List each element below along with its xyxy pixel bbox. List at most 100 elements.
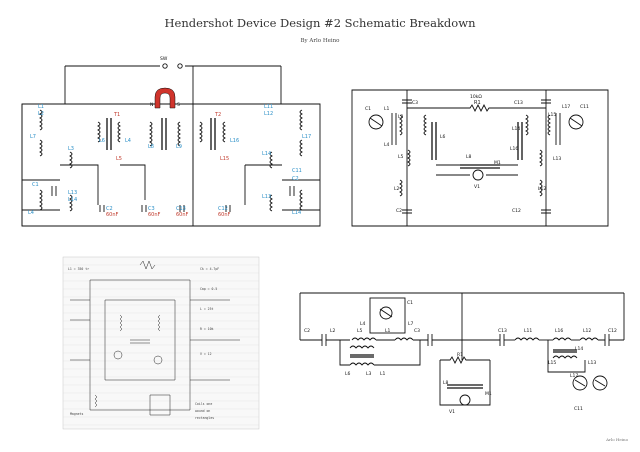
coil-stack-left bbox=[38, 109, 182, 212]
svg-text:C12: C12 bbox=[512, 208, 521, 214]
svg-text:V1: V1 bbox=[474, 184, 480, 190]
coil-stack-right bbox=[198, 109, 304, 212]
svg-text:L16: L16 bbox=[555, 328, 563, 334]
svg-text:V1: V1 bbox=[449, 409, 455, 415]
svg-text:Magnets: Magnets bbox=[70, 412, 84, 416]
svg-text:C13: C13 bbox=[498, 328, 507, 334]
svg-text:L3: L3 bbox=[68, 146, 74, 152]
cap-c2-label: C2 bbox=[106, 206, 113, 212]
svg-text:C11: C11 bbox=[574, 406, 583, 412]
bottom-right-schematic: C1 L4 L7 C2 L2 L5 L1 C3 C13 L11 L16 L12 … bbox=[299, 292, 625, 415]
switch-label: SW bbox=[160, 56, 168, 62]
svg-text:L13: L13 bbox=[553, 156, 561, 162]
svg-text:L14: L14 bbox=[512, 126, 520, 132]
svg-text:C11: C11 bbox=[292, 168, 302, 174]
svg-text:L6: L6 bbox=[440, 134, 446, 140]
svg-text:L17: L17 bbox=[302, 134, 311, 140]
svg-text:C11: C11 bbox=[580, 104, 589, 110]
svg-text:C2: C2 bbox=[304, 328, 310, 334]
svg-text:L5: L5 bbox=[116, 156, 122, 162]
svg-text:L1: L1 bbox=[38, 104, 44, 110]
svg-text:L15: L15 bbox=[548, 360, 556, 366]
transformer-t2: T2 bbox=[214, 112, 221, 118]
top-right-schematic: 10kΩ R1 L8 M1 V1 C1 L1 C3 bbox=[351, 89, 609, 227]
svg-text:L3: L3 bbox=[366, 371, 372, 377]
svg-text:R1: R1 bbox=[457, 352, 463, 358]
svg-text:C2: C2 bbox=[292, 176, 299, 182]
svg-text:C1: C1 bbox=[32, 182, 39, 188]
svg-text:L12: L12 bbox=[583, 328, 591, 334]
svg-text:C1: C1 bbox=[365, 106, 371, 112]
svg-text:Cap = 0.5: Cap = 0.5 bbox=[200, 287, 217, 291]
cap-c3-label: C3 bbox=[148, 206, 155, 212]
svg-text:wound on: wound on bbox=[195, 409, 210, 413]
page-author: By Arlo Heino bbox=[300, 38, 340, 44]
svg-text:L13: L13 bbox=[588, 360, 596, 366]
svg-text:L1: L1 bbox=[380, 371, 386, 377]
page-title: Hendershot Device Design #2 Schematic Br… bbox=[164, 16, 476, 30]
svg-text:L17: L17 bbox=[562, 104, 570, 110]
switch: SW bbox=[160, 56, 183, 69]
svg-text:L4: L4 bbox=[384, 142, 390, 148]
svg-text:L5: L5 bbox=[357, 328, 363, 334]
svg-text:L14: L14 bbox=[68, 197, 77, 203]
svg-text:C3: C3 bbox=[412, 100, 418, 106]
cap-c12-value: 60nF bbox=[218, 212, 231, 218]
svg-text:L12: L12 bbox=[264, 111, 273, 117]
svg-text:L7: L7 bbox=[30, 134, 36, 140]
svg-text:L4: L4 bbox=[360, 321, 366, 327]
svg-text:L14: L14 bbox=[575, 346, 583, 352]
svg-text:L2: L2 bbox=[38, 111, 44, 117]
svg-text:L8: L8 bbox=[466, 154, 472, 160]
svg-text:L13: L13 bbox=[262, 194, 271, 200]
svg-text:L4: L4 bbox=[125, 138, 131, 144]
handwritten-sketch: L1 = 350 tr Ck = 4.7pF Cap = 0.5 L = 25t… bbox=[62, 256, 260, 430]
svg-text:R = 10k: R = 10k bbox=[200, 327, 214, 331]
cap-c13-value: 60nF bbox=[176, 212, 189, 218]
svg-text:L1: L1 bbox=[385, 328, 391, 334]
svg-text:L6: L6 bbox=[99, 138, 105, 144]
svg-text:L2: L2 bbox=[330, 328, 336, 334]
page-footer: Arlo Heino bbox=[606, 437, 628, 442]
svg-text:L12: L12 bbox=[538, 186, 546, 192]
svg-text:L15: L15 bbox=[548, 112, 556, 118]
svg-text:Ck = 4.7pF: Ck = 4.7pF bbox=[200, 267, 219, 271]
svg-text:L8: L8 bbox=[148, 144, 154, 150]
svg-text:L8: L8 bbox=[443, 380, 449, 386]
svg-text:V = 12: V = 12 bbox=[200, 352, 212, 356]
svg-text:10kΩ: 10kΩ bbox=[470, 94, 482, 100]
svg-text:L4: L4 bbox=[28, 210, 34, 216]
magnet-n: N bbox=[150, 102, 153, 108]
svg-text:L = 25t: L = 25t bbox=[200, 307, 214, 311]
svg-text:L1: L1 bbox=[384, 106, 390, 112]
svg-text:L5: L5 bbox=[398, 154, 404, 160]
svg-text:L3: L3 bbox=[398, 114, 404, 120]
svg-text:L14: L14 bbox=[292, 210, 301, 216]
svg-text:Coils one: Coils one bbox=[195, 402, 212, 406]
svg-text:L11: L11 bbox=[264, 104, 273, 110]
svg-text:L2: L2 bbox=[394, 186, 400, 192]
magnet-s: S bbox=[177, 102, 180, 108]
svg-text:L16: L16 bbox=[230, 138, 239, 144]
svg-text:rectangles: rectangles bbox=[195, 416, 214, 420]
svg-text:L1 = 350 tr: L1 = 350 tr bbox=[68, 267, 89, 271]
svg-text:C1: C1 bbox=[407, 300, 413, 306]
svg-text:L14: L14 bbox=[262, 151, 271, 157]
svg-text:L13: L13 bbox=[68, 190, 77, 196]
cap-c12-label: C12 bbox=[218, 206, 228, 212]
top-left-schematic: SW M1 N S bbox=[21, 56, 321, 227]
svg-text:L15: L15 bbox=[220, 156, 229, 162]
cap-c2-value: 60nF bbox=[106, 212, 119, 218]
svg-text:C13: C13 bbox=[514, 100, 523, 106]
svg-text:L16: L16 bbox=[510, 146, 518, 152]
svg-text:L9: L9 bbox=[176, 144, 182, 150]
cap-c3-value: 60nF bbox=[148, 212, 161, 218]
svg-text:L6: L6 bbox=[345, 371, 351, 377]
svg-text:M1: M1 bbox=[485, 391, 492, 397]
svg-text:C2: C2 bbox=[396, 208, 402, 214]
svg-text:L11: L11 bbox=[524, 328, 532, 334]
resistor-r1: R1 bbox=[474, 100, 481, 106]
svg-text:L7: L7 bbox=[408, 321, 414, 327]
svg-text:M1: M1 bbox=[494, 160, 501, 166]
